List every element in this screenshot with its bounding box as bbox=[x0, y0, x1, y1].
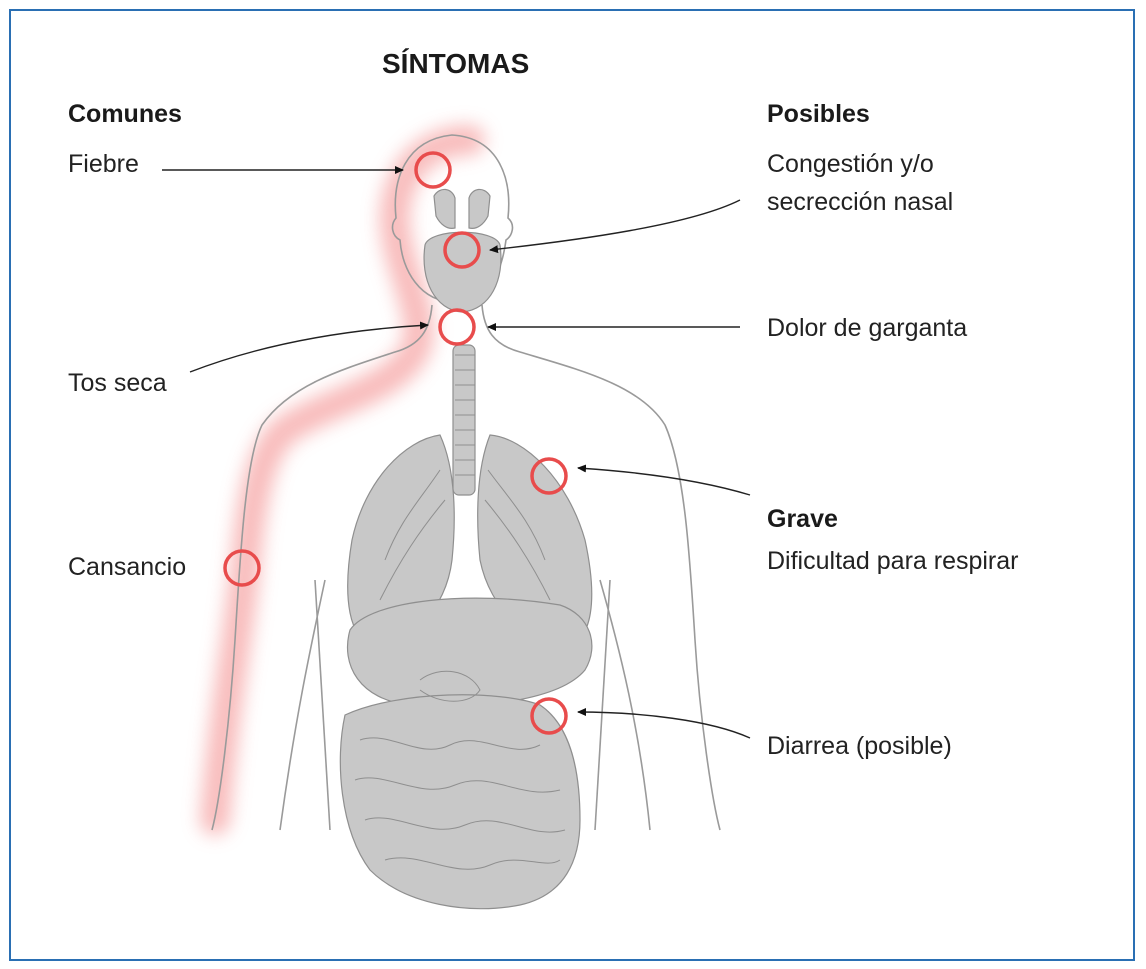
marker-garganta bbox=[438, 308, 476, 346]
diagram-title: SÍNTOMAS bbox=[382, 48, 530, 79]
leader-respirar bbox=[577, 464, 751, 496]
marker-diarrea bbox=[530, 697, 568, 735]
body-outline bbox=[211, 134, 721, 831]
marker-respirar bbox=[530, 457, 568, 495]
label-cansancio: Cansancio bbox=[68, 553, 187, 581]
symptom-markers bbox=[223, 151, 568, 735]
heading-grave: Grave bbox=[767, 505, 838, 533]
label-fiebre: Fiebre bbox=[68, 150, 139, 178]
organ-details bbox=[354, 354, 566, 870]
leader-diarrea bbox=[577, 708, 751, 739]
label-dificultad-respirar: Dificultad para respirar bbox=[767, 547, 1019, 575]
marker-fiebre bbox=[414, 151, 452, 189]
label-congestion: Congestión y/o bbox=[767, 150, 934, 178]
label-diarrea: Diarrea (posible) bbox=[767, 732, 952, 760]
marker-cansancio bbox=[223, 549, 261, 587]
label-tos-seca: Tos seca bbox=[68, 369, 167, 397]
symptom-glow bbox=[200, 125, 485, 835]
heading-posibles: Posibles bbox=[767, 100, 870, 128]
label-dolor-garganta: Dolor de garganta bbox=[767, 314, 968, 342]
leader-tos bbox=[189, 321, 429, 373]
organs bbox=[339, 188, 593, 910]
label-secrecion-nasal: secrección nasal bbox=[767, 188, 954, 216]
heading-comunes: Comunes bbox=[68, 100, 182, 128]
marker-congestion bbox=[443, 231, 481, 269]
leader-congestion bbox=[489, 199, 741, 254]
leader-lines bbox=[162, 166, 751, 739]
